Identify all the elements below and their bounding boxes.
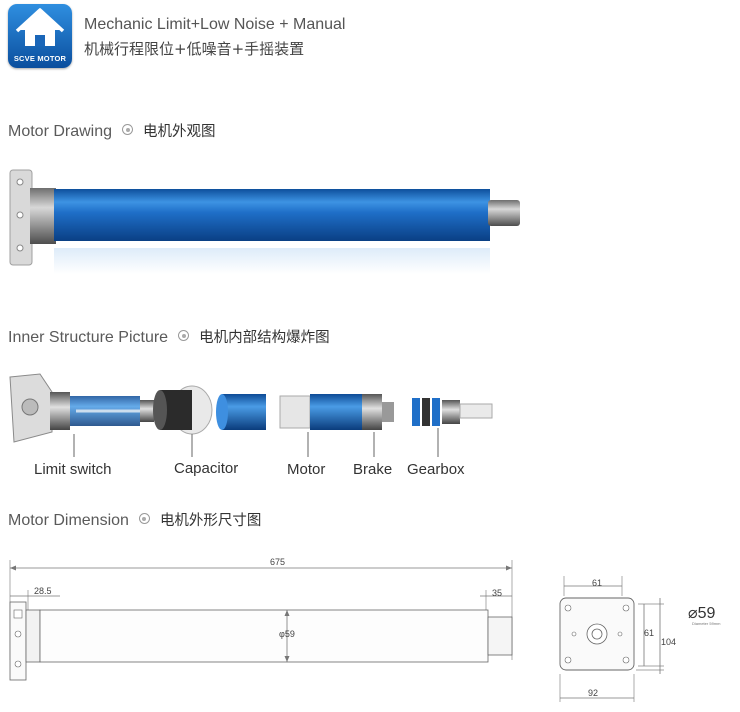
dim-shaft-length: 35 xyxy=(492,588,503,598)
part-label-limit-switch: Limit switch xyxy=(34,461,112,478)
section-title-cn: 电机外形尺寸图 xyxy=(159,513,262,529)
diameter-caption: Diameter 59mm xyxy=(692,621,721,626)
part-label-gearbox: Gearbox xyxy=(407,461,465,478)
dimension-plate-view xyxy=(559,576,664,702)
part-label-capacitor: Capacitor xyxy=(174,460,239,477)
section-title-cn: 电机内部结构爆炸图 xyxy=(199,330,330,346)
header-title-en: Mechanic Limit+Low Noise + Manual xyxy=(84,16,346,33)
section-title-en: Motor Dimension xyxy=(8,512,129,529)
bullet-icon xyxy=(122,124,134,135)
exploded-view-image xyxy=(9,373,493,457)
section-motor-dimension: Motor Dimension 电机外形尺寸图 xyxy=(8,509,261,530)
diameter-value: 59 xyxy=(697,605,716,622)
section-inner-structure: Inner Structure Picture 电机内部结构爆炸图 xyxy=(8,326,330,347)
dim-total-length: 675 xyxy=(270,557,286,567)
part-label-brake: Brake xyxy=(353,461,393,478)
part-label-motor: Motor xyxy=(287,461,326,478)
dim-plate-width: 92 xyxy=(588,688,599,698)
header-title-cn: 机械行程限位+低噪音+手摇装置 xyxy=(84,40,305,58)
bullet-icon xyxy=(178,330,190,341)
bullet-icon xyxy=(138,513,150,524)
dim-head-length: 28.5 xyxy=(34,586,52,596)
section-title-en: Inner Structure Picture xyxy=(8,329,169,346)
diameter-symbol-icon: ⌀ xyxy=(688,605,698,622)
brand-logo: SCVE MOTOR xyxy=(8,4,72,68)
section-title-en: Motor Drawing xyxy=(8,123,113,140)
dim-plate-width-top: 61 xyxy=(592,578,603,588)
dimension-side-view xyxy=(9,560,513,681)
section-motor-drawing: Motor Drawing 电机外观图 xyxy=(8,120,216,141)
dim-plate-height: 104 xyxy=(661,637,677,647)
motor-drawing-image xyxy=(9,169,520,274)
section-title-cn: 电机外观图 xyxy=(143,124,216,140)
diameter-mark: ⌀59 xyxy=(688,603,715,623)
logo-text: SCVE MOTOR xyxy=(13,54,67,63)
house-icon xyxy=(15,8,65,46)
dim-tube-diameter: φ59 xyxy=(279,629,295,639)
dim-plate-height-inner: 61 xyxy=(644,628,655,638)
